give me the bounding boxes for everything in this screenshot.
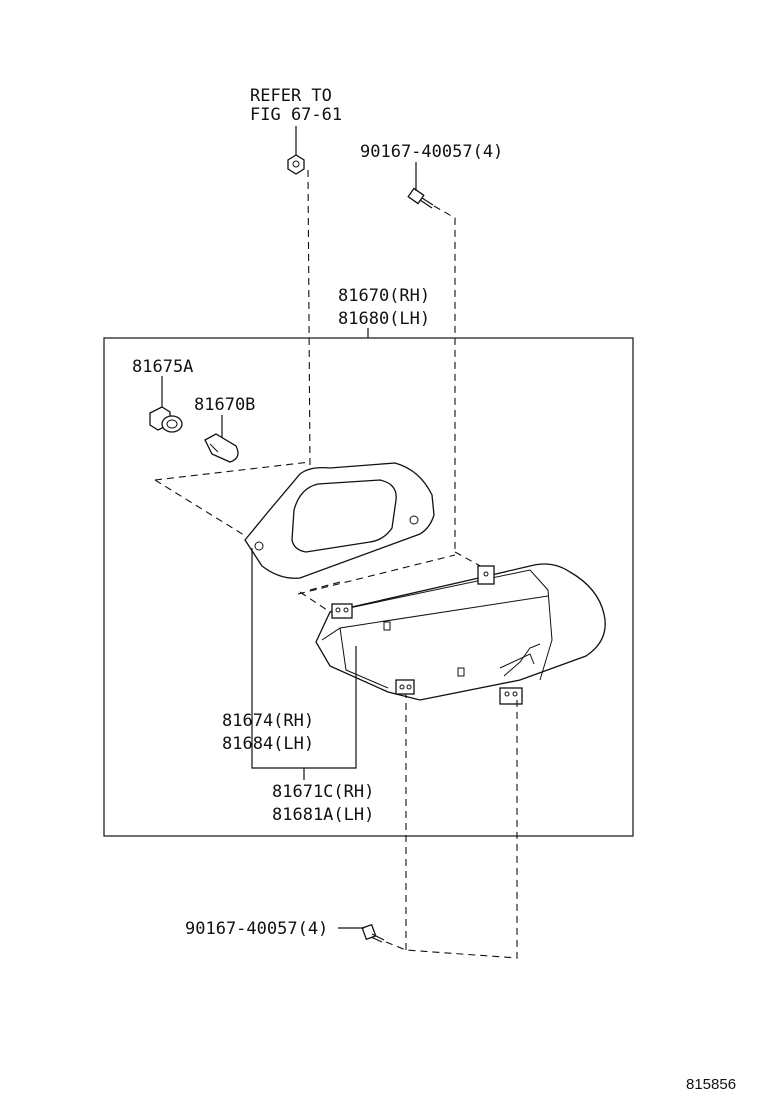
figure-number: 815856 [686, 1076, 736, 1093]
refer-fig-label: FIG 67-61 [250, 105, 342, 125]
bulb-label: 81670B [194, 395, 255, 415]
bolt-bottom-label: 90167-40057(4) [185, 919, 328, 939]
lens-dashed-outline [299, 581, 341, 613]
refer-to-label: REFER TO [250, 86, 332, 106]
gasket-dashed-outline [154, 461, 503, 595]
lamp-assy-rh-label: 81670(RH) [338, 286, 430, 306]
bolt-top-dashed-path [433, 205, 456, 552]
bulb-icon [204, 433, 239, 463]
bolt-bottom-icon [361, 923, 385, 943]
nut-icon [287, 154, 305, 175]
bolt-top-label: 90167-40057(4) [360, 142, 503, 162]
gasket-lh-label: 81684(LH) [222, 734, 314, 754]
bolt-bottom-dashed-path [385, 694, 518, 959]
socket-icon [149, 406, 183, 433]
lens-body-rh-label: 81671C(RH) [272, 782, 374, 802]
lamp-assy-lh-label: 81680(LH) [338, 309, 430, 329]
lens-body-lh-label: 81681A(LH) [272, 805, 374, 825]
socket-label: 81675A [132, 357, 193, 377]
nut-dashed-path [307, 169, 311, 471]
bolt-top-icon [407, 187, 434, 209]
gasket-part [244, 462, 435, 579]
gasket-rh-label: 81674(RH) [222, 711, 314, 731]
lamp-body-part [315, 563, 606, 705]
